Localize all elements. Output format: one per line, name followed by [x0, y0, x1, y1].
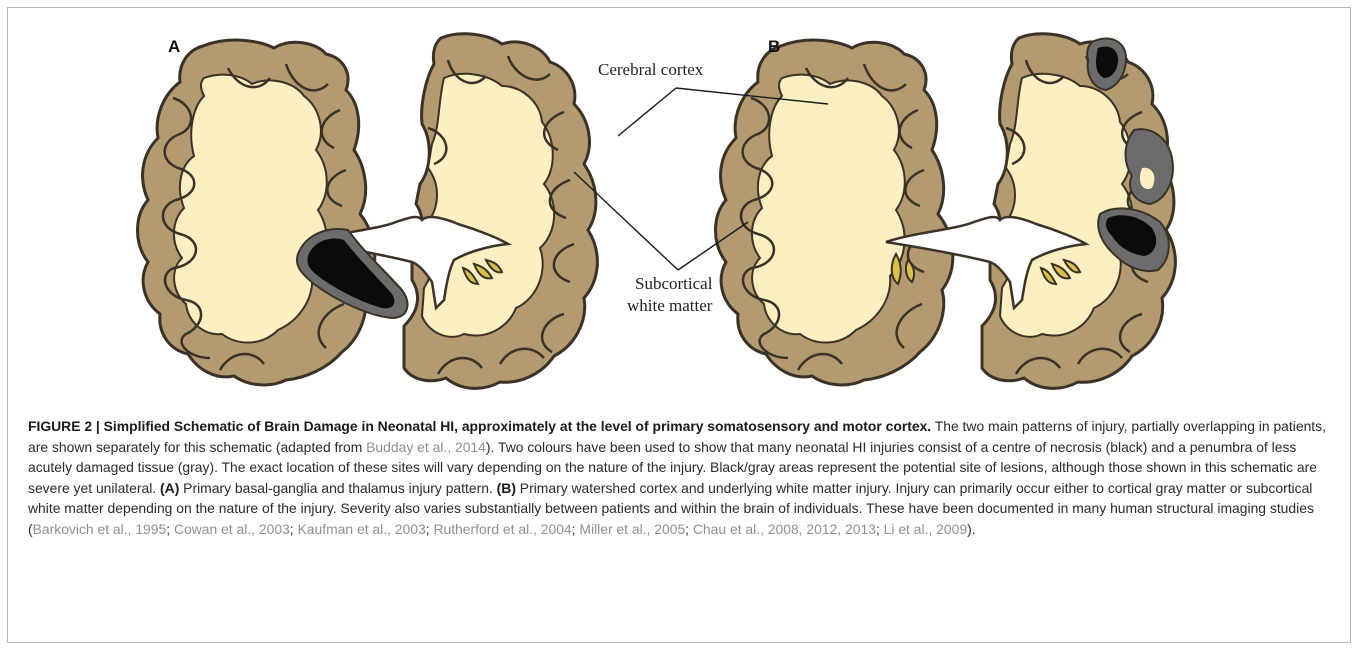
figure-caption: FIGURE 2 | Simplified Schematic of Brain…: [28, 416, 1338, 540]
panel-b-label: B: [768, 37, 780, 57]
callout-subcortical-line2: white matter: [627, 295, 712, 316]
citation-link[interactable]: Li et al., 2009: [884, 521, 967, 537]
citation-link[interactable]: Chau et al., 2008, 2012, 2013: [693, 521, 876, 537]
citation-link[interactable]: Miller et al., 2005: [579, 521, 685, 537]
caption-end: ).: [967, 521, 976, 537]
caption-separator: ;: [876, 521, 884, 537]
caption-separator: ;: [685, 521, 693, 537]
citation-link[interactable]: Barkovich et al., 1995: [33, 521, 167, 537]
caption-title: FIGURE 2 | Simplified Schematic of Brain…: [28, 418, 931, 434]
panel-a-brain: [138, 34, 598, 389]
panel-a-label: A: [168, 37, 180, 57]
citation-link[interactable]: Cowan et al., 2003: [174, 521, 290, 537]
caption-separator: ;: [290, 521, 298, 537]
callout-subcortical-line1: Subcortical: [635, 273, 712, 294]
caption-text: Primary basal-ganglia and thalamus injur…: [179, 480, 496, 496]
panel-b-brain: [716, 34, 1176, 389]
callout-cerebral-cortex: Cerebral cortex: [598, 59, 703, 80]
caption-separator: ;: [166, 521, 174, 537]
figure-frame: A B Cerebral cortex Subcortical white ma…: [7, 7, 1351, 643]
citation-link[interactable]: Kaufman et al., 2003: [298, 521, 426, 537]
brain-schematic-figure: A B Cerebral cortex Subcortical white ma…: [8, 8, 1352, 408]
caption-panel-b-label: (B): [497, 480, 516, 496]
caption-panel-a-label: (A): [160, 480, 179, 496]
citation-link[interactable]: Budday et al., 2014: [366, 439, 486, 455]
citation-link[interactable]: Rutherford et al., 2004: [433, 521, 571, 537]
